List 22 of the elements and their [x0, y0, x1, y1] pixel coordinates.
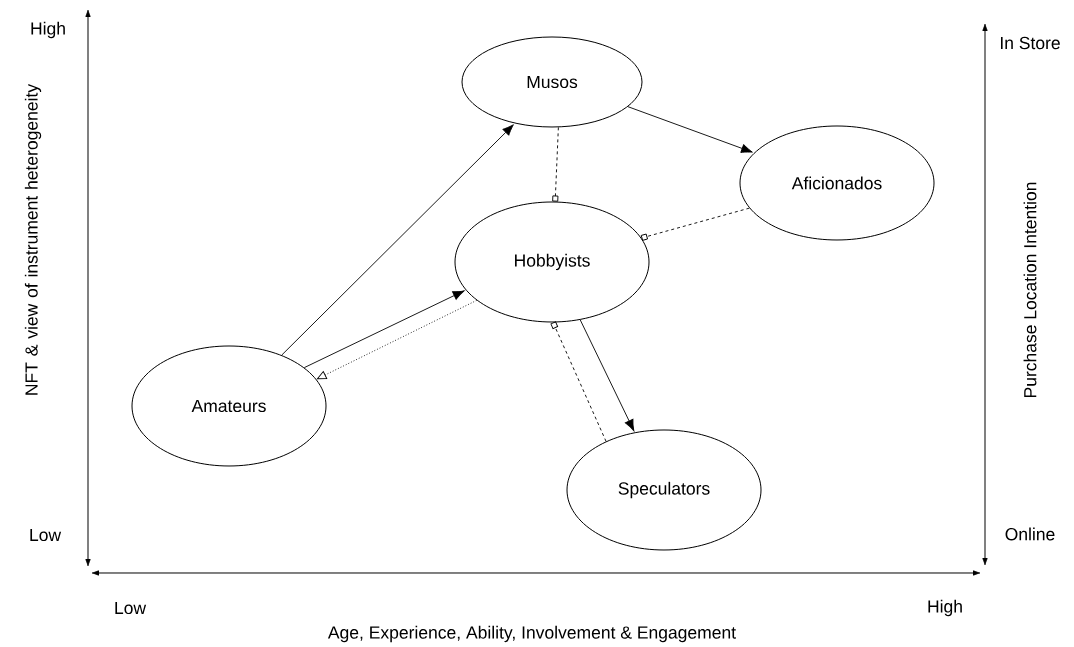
arrow	[640, 207, 750, 241]
ellipse-node: Amateurs	[131, 345, 327, 467]
arrow	[552, 126, 559, 202]
axis-label: Purchase Location Intention	[1023, 182, 1037, 398]
arrow	[550, 321, 607, 442]
arrow	[281, 124, 514, 356]
axis-label: Age, Experience, Ability, Involvement & Engagement	[327, 625, 736, 643]
ellipse-node: Aficionados	[739, 125, 935, 241]
axis-label: Online	[1005, 527, 1055, 541]
axis-label: NFT & view of instrument heterogeneity	[24, 83, 42, 395]
axis-label: High	[928, 599, 962, 617]
arrow	[579, 319, 635, 432]
axis-label: In Store	[1001, 36, 1060, 50]
arrow	[627, 106, 753, 153]
arrow	[303, 290, 465, 369]
ellipse-node: Musos	[461, 36, 643, 128]
ellipse-node: Speculators	[566, 429, 762, 551]
arrow	[317, 299, 478, 380]
axis-label: Low	[30, 528, 62, 542]
axis-label: Low	[115, 601, 147, 615]
axis-label: High	[31, 21, 65, 39]
ellipse-node: Hobbyists	[454, 201, 650, 323]
